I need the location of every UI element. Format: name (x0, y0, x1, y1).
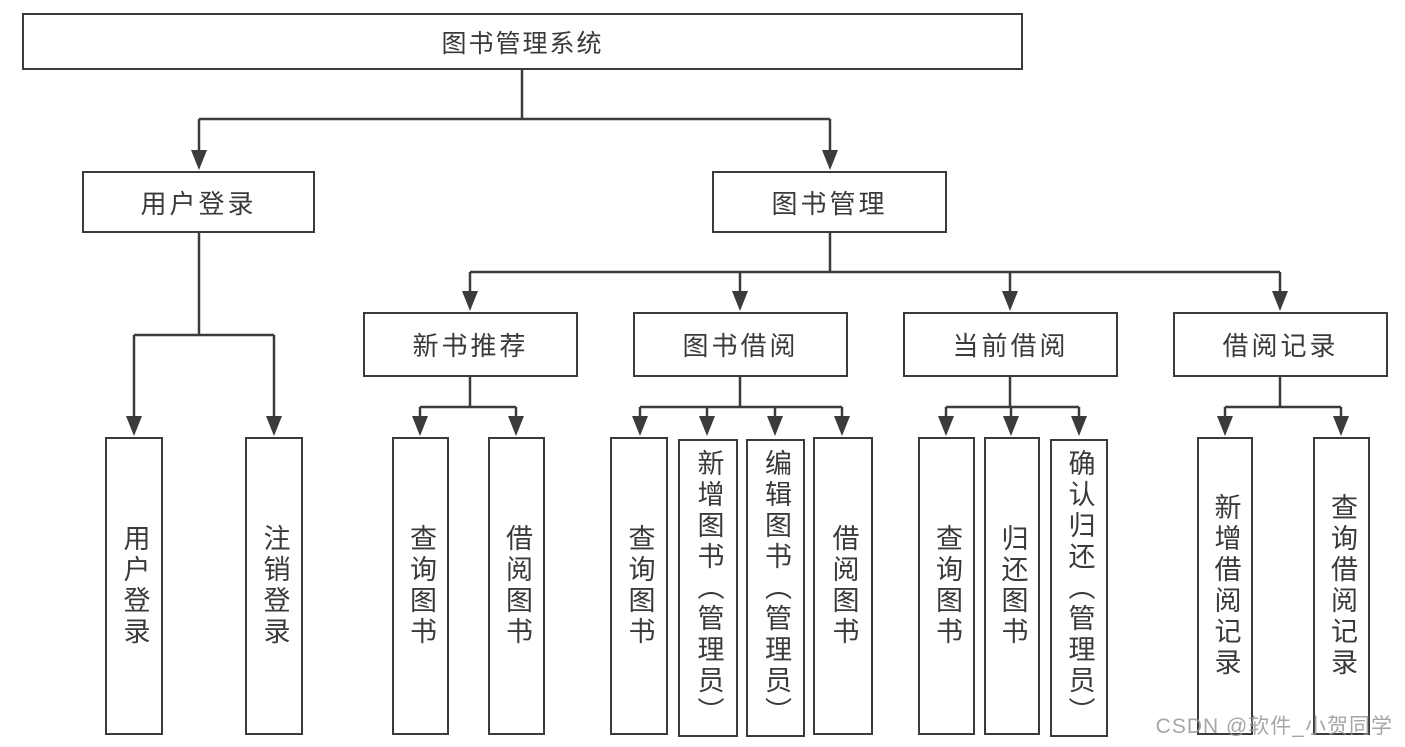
leaf-recommend-borrow-books: 借阅图书 (488, 437, 545, 735)
watermark-text: CSDN @软件_小贺同学 (1155, 715, 1393, 738)
leaf-borrow-add-books-admin: 新增图书（管理员） (678, 439, 738, 737)
leaf-borrow-borrow-books: 借阅图书 (813, 437, 873, 735)
connector-user-login-children (126, 233, 282, 436)
connector-current-borrow-children (938, 377, 1087, 436)
leaf-current-return-books: 归还图书 (984, 437, 1040, 735)
leaf-user-login: 用户登录 (105, 437, 163, 735)
connector-book-borrow-children (632, 377, 850, 436)
connector-book-management-children (462, 233, 1288, 311)
leaf-current-confirm-return-admin: 确认归还（管理员） (1050, 439, 1108, 737)
leaf-current-query-books: 查询图书 (918, 437, 975, 735)
node-new-book-recommend: 新书推荐 (363, 312, 578, 377)
leaf-records-add-record: 新增借阅记录 (1197, 437, 1253, 735)
node-book-management: 图书管理 (712, 171, 947, 233)
node-current-borrow: 当前借阅 (903, 312, 1118, 377)
connector-borrow-records-children (1217, 377, 1349, 436)
connector-new-book-recommend-children (412, 377, 524, 436)
node-borrow-records: 借阅记录 (1173, 312, 1388, 377)
leaf-borrow-edit-books-admin: 编辑图书（管理员） (746, 439, 805, 737)
node-root-system: 图书管理系统 (22, 13, 1023, 70)
leaf-borrow-query-books: 查询图书 (610, 437, 668, 735)
leaf-recommend-query-books: 查询图书 (392, 437, 449, 735)
leaf-logout-login: 注销登录 (245, 437, 303, 735)
node-user-login: 用户登录 (82, 171, 315, 233)
connector-root-to-level2 (191, 70, 838, 170)
node-book-borrow: 图书借阅 (633, 312, 848, 377)
leaf-records-query-record: 查询借阅记录 (1313, 437, 1370, 735)
